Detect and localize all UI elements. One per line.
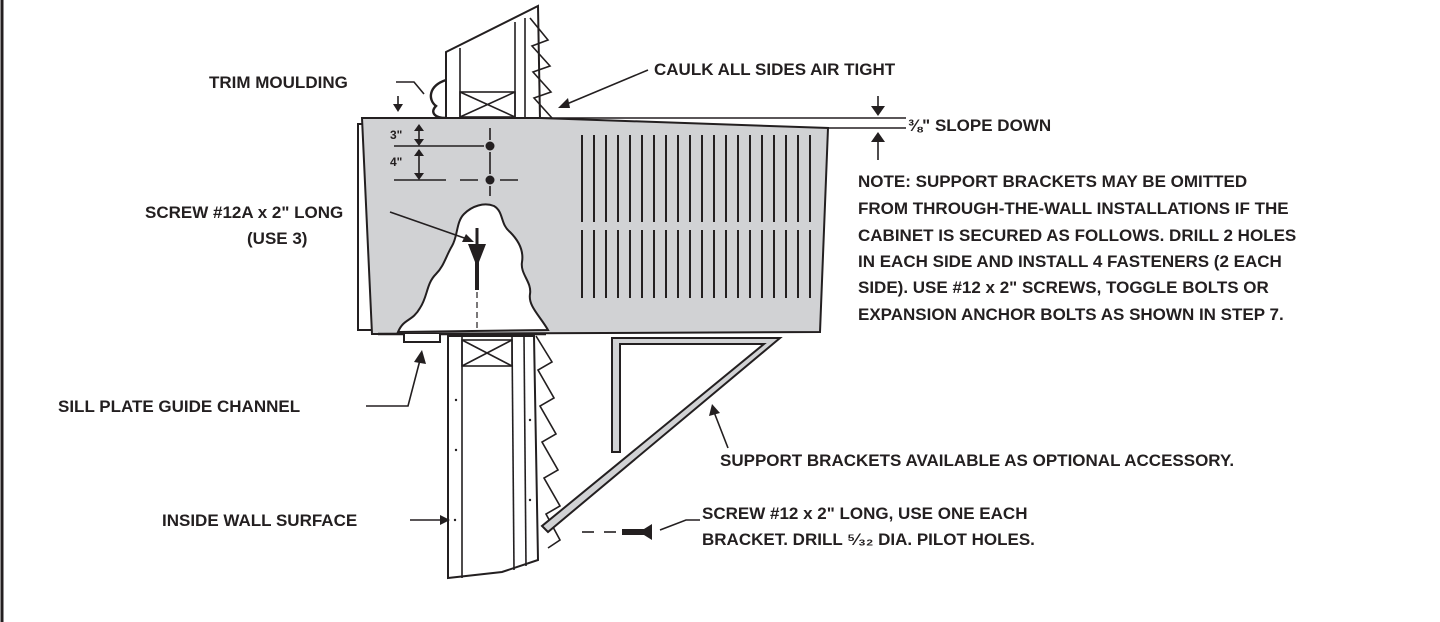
note-block: NOTE: SUPPORT BRACKETS MAY BE OMITTED FR… [858,172,1296,324]
dimension-arrows [414,124,424,180]
cutaway-view [396,203,550,334]
trim-moulding-leader [396,81,425,95]
note-line: SIDE). USE #12 x 2" SCREWS, TOGGLE BOLTS… [858,278,1269,297]
bracket-screw-leader [659,519,700,531]
support-brackets-label: SUPPORT BRACKETS AVAILABLE AS OPTIONAL A… [720,451,1234,470]
note-line: NOTE: SUPPORT BRACKETS MAY BE OMITTED [858,172,1247,191]
screw-icon [468,228,486,330]
sill-plate-label: SILL PLATE GUIDE CHANNEL [58,397,300,416]
dim-3-label: 3" [390,128,402,142]
caulk-leader [561,69,649,107]
louver-grille [581,135,811,298]
screw-12-label-line1: SCREW #12 x 2" LONG, USE ONE EACH [702,504,1027,523]
screw-12a-leader [389,211,471,241]
screw-12a-label-line2: (USE 3) [247,229,307,248]
note-line: FROM THROUGH-THE-WALL INSTALLATIONS IF T… [858,199,1289,218]
note-line: EXPANSION ANCHOR BOLTS AS SHOWN IN STEP … [858,305,1284,324]
note-line: CABINET IS SECURED AS FOLLOWS. DRILL 2 H… [858,226,1296,245]
caulk-label: CAULK ALL SIDES AIR TIGHT [654,60,896,79]
dim-4-label: 4" [390,155,402,169]
bracket-screw-icon [582,524,652,540]
support-brackets-leader [713,411,729,449]
screw-12a-label-line1: SCREW #12A x 2" LONG [145,203,343,222]
ac-cabinet [357,117,906,343]
support-bracket [540,337,783,534]
slope-label: ⅜" SLOPE DOWN [908,116,1051,135]
note-line: IN EACH SIDE AND INSTALL 4 FASTENERS (2 … [858,252,1282,271]
lower-wall-section [447,335,562,580]
trim-moulding-label: TRIM MOULDING [209,73,348,92]
upper-wall-section [429,4,553,121]
sill-plate-leader [366,359,421,407]
screw-12-label-line2: BRACKET. DRILL ⁵⁄₃₂ DIA. PILOT HOLES. [702,530,1035,549]
inside-wall-label: INSIDE WALL SURFACE [162,511,357,530]
hole-markers [394,128,518,196]
